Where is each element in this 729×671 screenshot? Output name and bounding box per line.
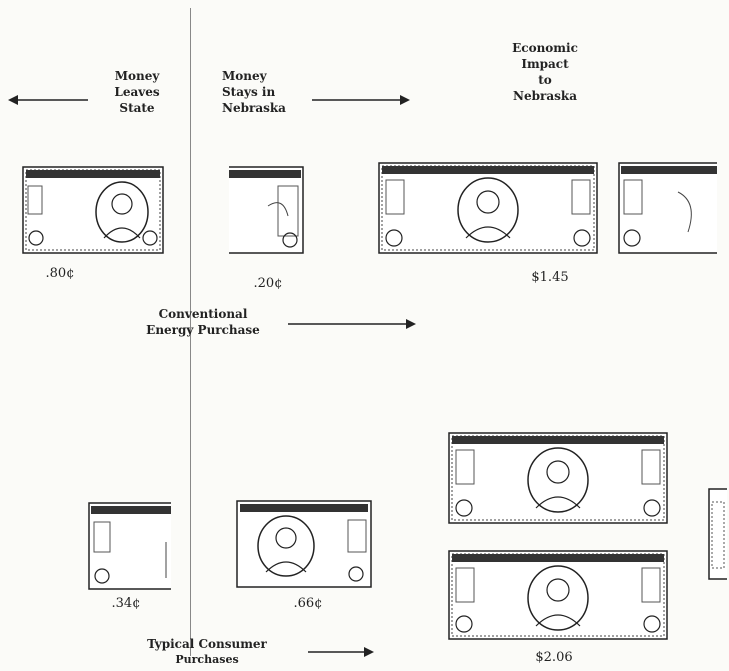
label-line: Typical Consumer xyxy=(147,637,267,651)
consumer-leaves-amount: .34¢ xyxy=(111,596,141,611)
header-line: Stays in xyxy=(222,85,276,99)
economic-impact-header: Economic Impact to Nebraska xyxy=(490,40,600,104)
header-line: Economic xyxy=(512,41,578,55)
header-line: Leaves xyxy=(114,85,160,99)
conventional-impact-amount: $1.45 xyxy=(531,270,569,285)
dollar-bill-icon xyxy=(229,166,304,254)
dollar-bill-icon xyxy=(236,500,372,588)
money-stays-header: Money Stays in Nebraska xyxy=(222,68,332,116)
label-line: Energy Purchase xyxy=(146,323,260,337)
header-line: Nebraska xyxy=(513,89,577,103)
dollar-bill-icon xyxy=(708,488,727,580)
header-line: to xyxy=(538,73,552,87)
dollar-bill-icon xyxy=(88,502,171,590)
conventional-energy-label: Conventional Energy Purchase xyxy=(118,306,288,338)
conventional-leaves-amount: .80¢ xyxy=(45,266,75,281)
header-line: State xyxy=(119,101,155,115)
conventional-stays-amount: .20¢ xyxy=(253,276,283,291)
dollar-bill-icon xyxy=(22,166,164,254)
label-line: Purchases xyxy=(175,653,239,666)
column-divider xyxy=(190,8,191,656)
dollar-bill-icon xyxy=(448,550,668,640)
header-line: Impact xyxy=(521,57,569,71)
money-leaves-header: Money Leaves State xyxy=(82,68,192,116)
dollar-bill-icon xyxy=(378,162,598,254)
right-arrow-icon xyxy=(308,647,374,657)
header-line: Money xyxy=(114,69,160,83)
consumer-stays-amount: .66¢ xyxy=(293,596,323,611)
right-arrow-icon xyxy=(288,319,416,329)
typical-consumer-label: Typical Consumer Purchases xyxy=(112,636,302,668)
left-arrow-icon xyxy=(8,95,88,105)
right-arrow-icon xyxy=(312,95,410,105)
header-line: Nebraska xyxy=(222,101,286,115)
consumer-impact-amount: $2.06 xyxy=(535,650,573,665)
header-line: Money xyxy=(222,69,267,83)
label-line: Conventional xyxy=(158,307,248,321)
dollar-bill-icon xyxy=(448,432,668,524)
dollar-bill-icon xyxy=(618,162,717,254)
